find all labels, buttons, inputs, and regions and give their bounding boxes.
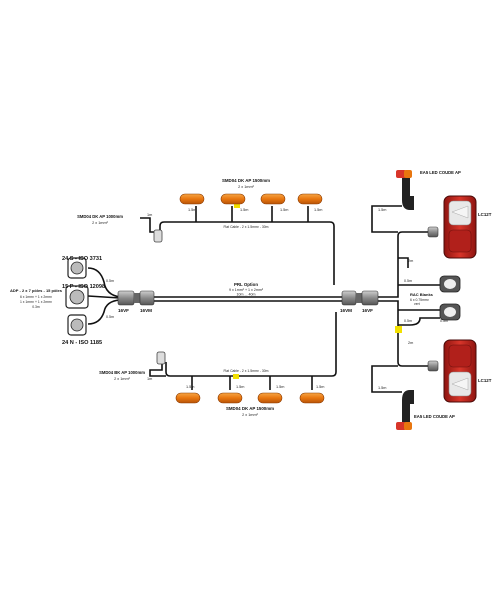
bot-len-4: 1.5m: [316, 385, 324, 389]
rac-sub2: vert: [414, 302, 420, 306]
top-len-1: 1.5m: [188, 208, 196, 212]
socket-24n-label: 24 N - ISO 1185: [62, 340, 102, 346]
bot-len-2: 1.5m: [236, 385, 244, 389]
top-len-3: 1.5m: [280, 208, 288, 212]
plate-lamp-top-icon: [439, 275, 461, 293]
top-len-4: 1.5m: [314, 208, 322, 212]
bot-flat-cable-label: Flat Cable - 2 x 1.5mm² - 30m: [223, 369, 268, 373]
tail-lamp-bottom-icon: [443, 339, 477, 403]
left-connectors: [117, 290, 155, 306]
bot-len-1: 1.5m: [186, 385, 194, 389]
lc12t-bot-label: LC12T: [478, 378, 492, 383]
marker-lamp-icon: [179, 193, 205, 205]
side-lamp-icon: [156, 351, 166, 365]
top-bar-title: SMD04 DK AP 1500mm: [222, 178, 270, 183]
adp-title: ADP - 2 x 7 pôles - 15 pôles: [10, 288, 63, 293]
socket-24s-icon: [67, 257, 87, 279]
prl-sub1: 9 x 1mm² + 1 x 2mm²: [229, 288, 264, 292]
top-flat-cable-label: Flat Cable - 2 x 1.5mm² - 30m: [223, 225, 268, 229]
marker-lamp-icon: [297, 193, 323, 205]
bot-left-lamp-sub: 2 x 1mm²: [114, 377, 131, 381]
tail-lamp-top-icon: [443, 195, 477, 259]
conn-16vf-left: 16VF: [118, 308, 129, 313]
rac-title: RAC Blanks: [410, 292, 434, 297]
bottom-marker-lamps: [175, 392, 325, 404]
prl-title: PRL Option: [234, 282, 258, 287]
conn-16vm-right: 16VM: [340, 308, 352, 313]
r-len-2m-top: 2m: [408, 259, 413, 263]
ea5-top-label: EA5 LED COUDE AP: [420, 170, 461, 175]
bot-bar-title: SMD04 DK AP 1500mm: [226, 406, 274, 411]
top-marker-lamps: [179, 193, 323, 205]
top-len-2: 1.5m: [240, 208, 248, 212]
ea5-top-icon: [396, 170, 414, 210]
r-len-05-mid: 0.5m: [440, 319, 448, 323]
rac-sub1: 6 x 0.75mm²: [410, 298, 430, 302]
prl-sub2: 10m ... 40m: [237, 293, 256, 297]
r-len-2m-bot: 2m: [408, 341, 413, 345]
top-bar-sub: 2 x 1mm²: [238, 185, 255, 189]
side-lamp-icon: [153, 229, 163, 243]
bot-left-lamp-title: SMD04 BK AP 1000mm: [99, 370, 145, 375]
socket-24s-label: 24 S - ISO 3731: [62, 256, 102, 262]
right-connectors: [341, 226, 439, 372]
labels: SMD04 DK AP 1500mm 2 x 1mm² SMD04 DK AP …: [10, 170, 492, 419]
plate-lamp-bottom-icon: [439, 303, 461, 321]
socket-15p-icon: [65, 285, 89, 309]
adp-sub2: 1 x 1mm² + 1 x 2mm²: [20, 300, 53, 304]
adp-sub1: 6 x 1mm² + 1 x 2mm²: [20, 295, 53, 299]
socket-15p-label: 15 P - ISO 12098: [62, 284, 105, 290]
r-len-05-bot: 0.5m: [404, 319, 412, 323]
conn-16vf-right: 16VF: [362, 308, 373, 313]
bottom-flat-cable: [165, 312, 337, 377]
conn-16vm-left: 16VM: [140, 308, 152, 313]
top-left-lamp-title: SMD04 DK AP 1000mm: [77, 214, 123, 219]
top-junction-mark: [234, 203, 240, 208]
ea5-bottom-icon: [396, 390, 414, 430]
len-05-bot: 0.5m: [106, 315, 114, 319]
lc12t-top-label: LC12T: [478, 212, 492, 217]
connector-16vm-left-icon: [139, 290, 155, 306]
bottom-junction-mark: [233, 374, 239, 379]
r-len-15-top: 1.5m: [378, 208, 386, 212]
ea5-bot-label: EA5 LED COUDE AP: [414, 414, 455, 419]
connector-16vf-right-icon: [361, 290, 379, 306]
marker-lamp-icon: [175, 392, 201, 404]
len-05-top: 0.5m: [106, 279, 114, 283]
right-junction-mark: [395, 326, 402, 333]
bot-left-len: 1m: [147, 377, 152, 381]
adp-len: 0.3m: [32, 305, 40, 309]
marker-lamp-icon: [217, 392, 243, 404]
bot-len-3: 1.5m: [276, 385, 284, 389]
connector-16vm-right-icon: [341, 290, 357, 306]
marker-lamp-icon: [299, 392, 325, 404]
cables: [87, 205, 440, 393]
bot-bar-sub: 2 x 1mm²: [242, 413, 259, 417]
marker-lamp-icon: [257, 392, 283, 404]
top-flat-cable: [159, 221, 335, 285]
top-left-len: 1m: [147, 213, 152, 217]
marker-lamp-icon: [260, 193, 286, 205]
marker-lamp-icon: [220, 193, 246, 205]
socket-24n-icon: [67, 314, 87, 336]
r-len-05-top: 0.5m: [404, 279, 412, 283]
left-sockets: [65, 257, 89, 336]
connector-16vf-left-icon: [117, 290, 135, 306]
r-len-15-bot: 1.5m: [378, 386, 386, 390]
top-left-lamp-sub: 2 x 1mm²: [92, 221, 109, 225]
